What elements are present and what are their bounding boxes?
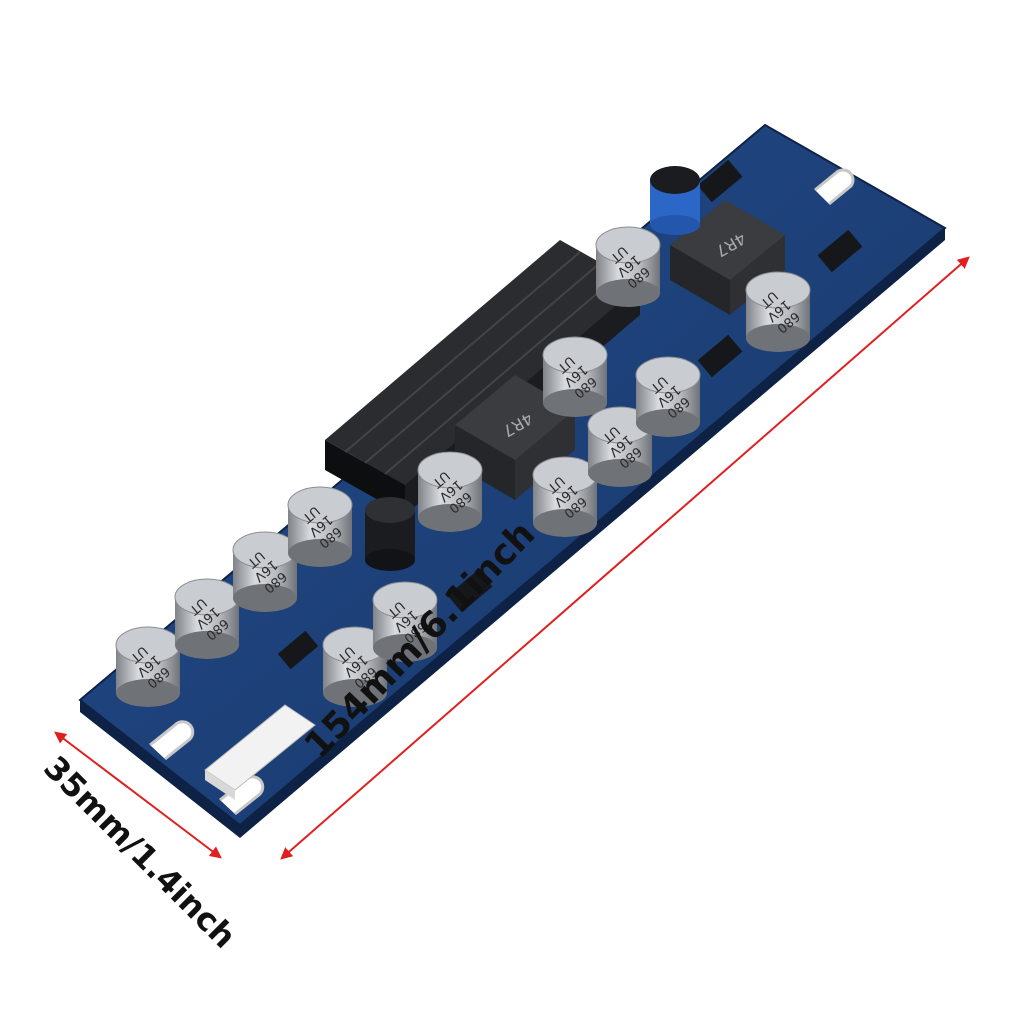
length-arrow xyxy=(280,256,970,860)
blue-capacitor xyxy=(650,166,700,235)
mounting-slot xyxy=(814,168,855,206)
toroid-coil xyxy=(365,497,415,571)
width-arrow xyxy=(54,731,222,859)
